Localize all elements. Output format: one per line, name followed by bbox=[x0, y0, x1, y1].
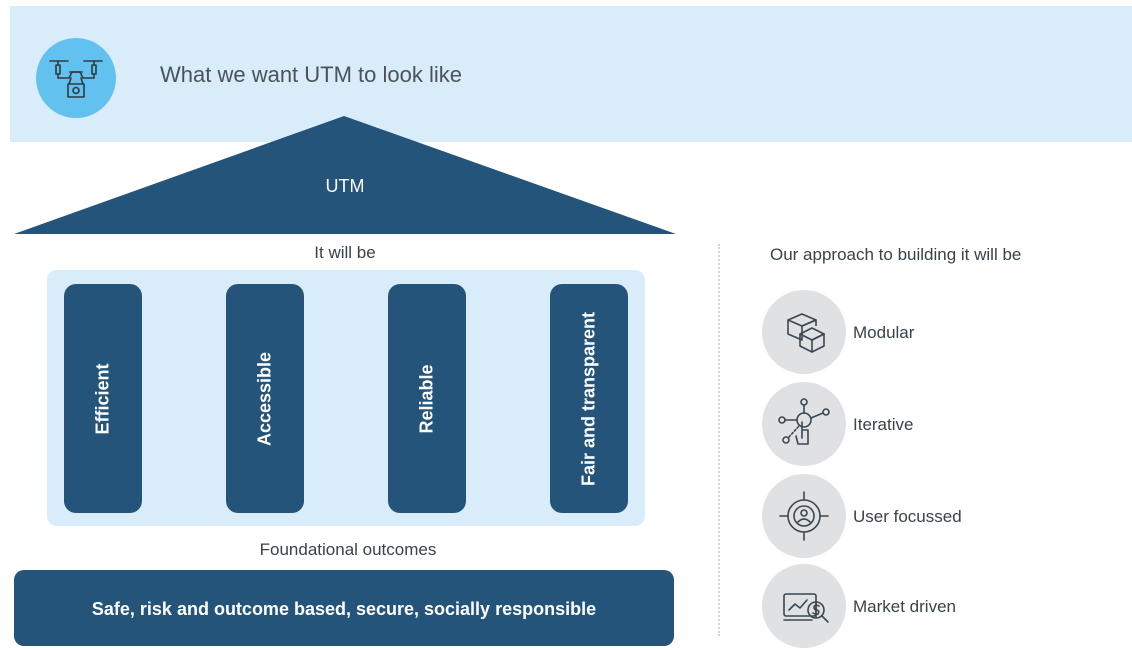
pillar-efficient: Efficient bbox=[64, 284, 142, 513]
modular-cubes-icon bbox=[762, 290, 846, 374]
market-chart-icon bbox=[762, 564, 846, 648]
approach-item-iterative: Iterative bbox=[762, 382, 1062, 468]
approach-label: Market driven bbox=[853, 597, 956, 616]
approach-label: Iterative bbox=[853, 415, 914, 434]
pillar-label: Reliable bbox=[416, 363, 437, 434]
approach-heading: Our approach to building it will be bbox=[770, 245, 1022, 264]
foundation-heading: Foundational outcomes bbox=[259, 540, 437, 559]
drone-icon bbox=[36, 38, 116, 118]
page-title: What we want UTM to look like bbox=[160, 62, 462, 87]
roof-label: UTM bbox=[325, 176, 365, 196]
approach-label: Modular bbox=[853, 323, 915, 342]
pillars-heading: It will be bbox=[314, 243, 376, 262]
pillar-label: Fair and transparent bbox=[578, 311, 599, 486]
approach-item-modular: Modular bbox=[762, 290, 1062, 376]
pillar-accessible: Accessible bbox=[226, 284, 304, 513]
section-divider bbox=[718, 244, 720, 636]
foundation-text: Safe, risk and outcome based, secure, so… bbox=[91, 599, 597, 619]
foundation-bar: Safe, risk and outcome based, secure, so… bbox=[14, 570, 674, 646]
iterative-network-icon bbox=[762, 382, 846, 466]
approach-label: User focussed bbox=[853, 507, 962, 526]
pillar-reliable: Reliable bbox=[388, 284, 466, 513]
pillar-label: Efficient bbox=[92, 362, 113, 435]
user-target-icon bbox=[762, 474, 846, 558]
approach-item-user-focussed: User focussed bbox=[762, 474, 1062, 560]
header-band bbox=[10, 6, 1132, 142]
pillar-fair-and-transparent: Fair and transparent bbox=[550, 284, 628, 513]
pillars-panel bbox=[47, 270, 645, 526]
approach-item-market-driven: Market driven bbox=[762, 564, 1062, 650]
pillar-label: Accessible bbox=[254, 351, 275, 446]
roof-triangle bbox=[14, 116, 676, 234]
